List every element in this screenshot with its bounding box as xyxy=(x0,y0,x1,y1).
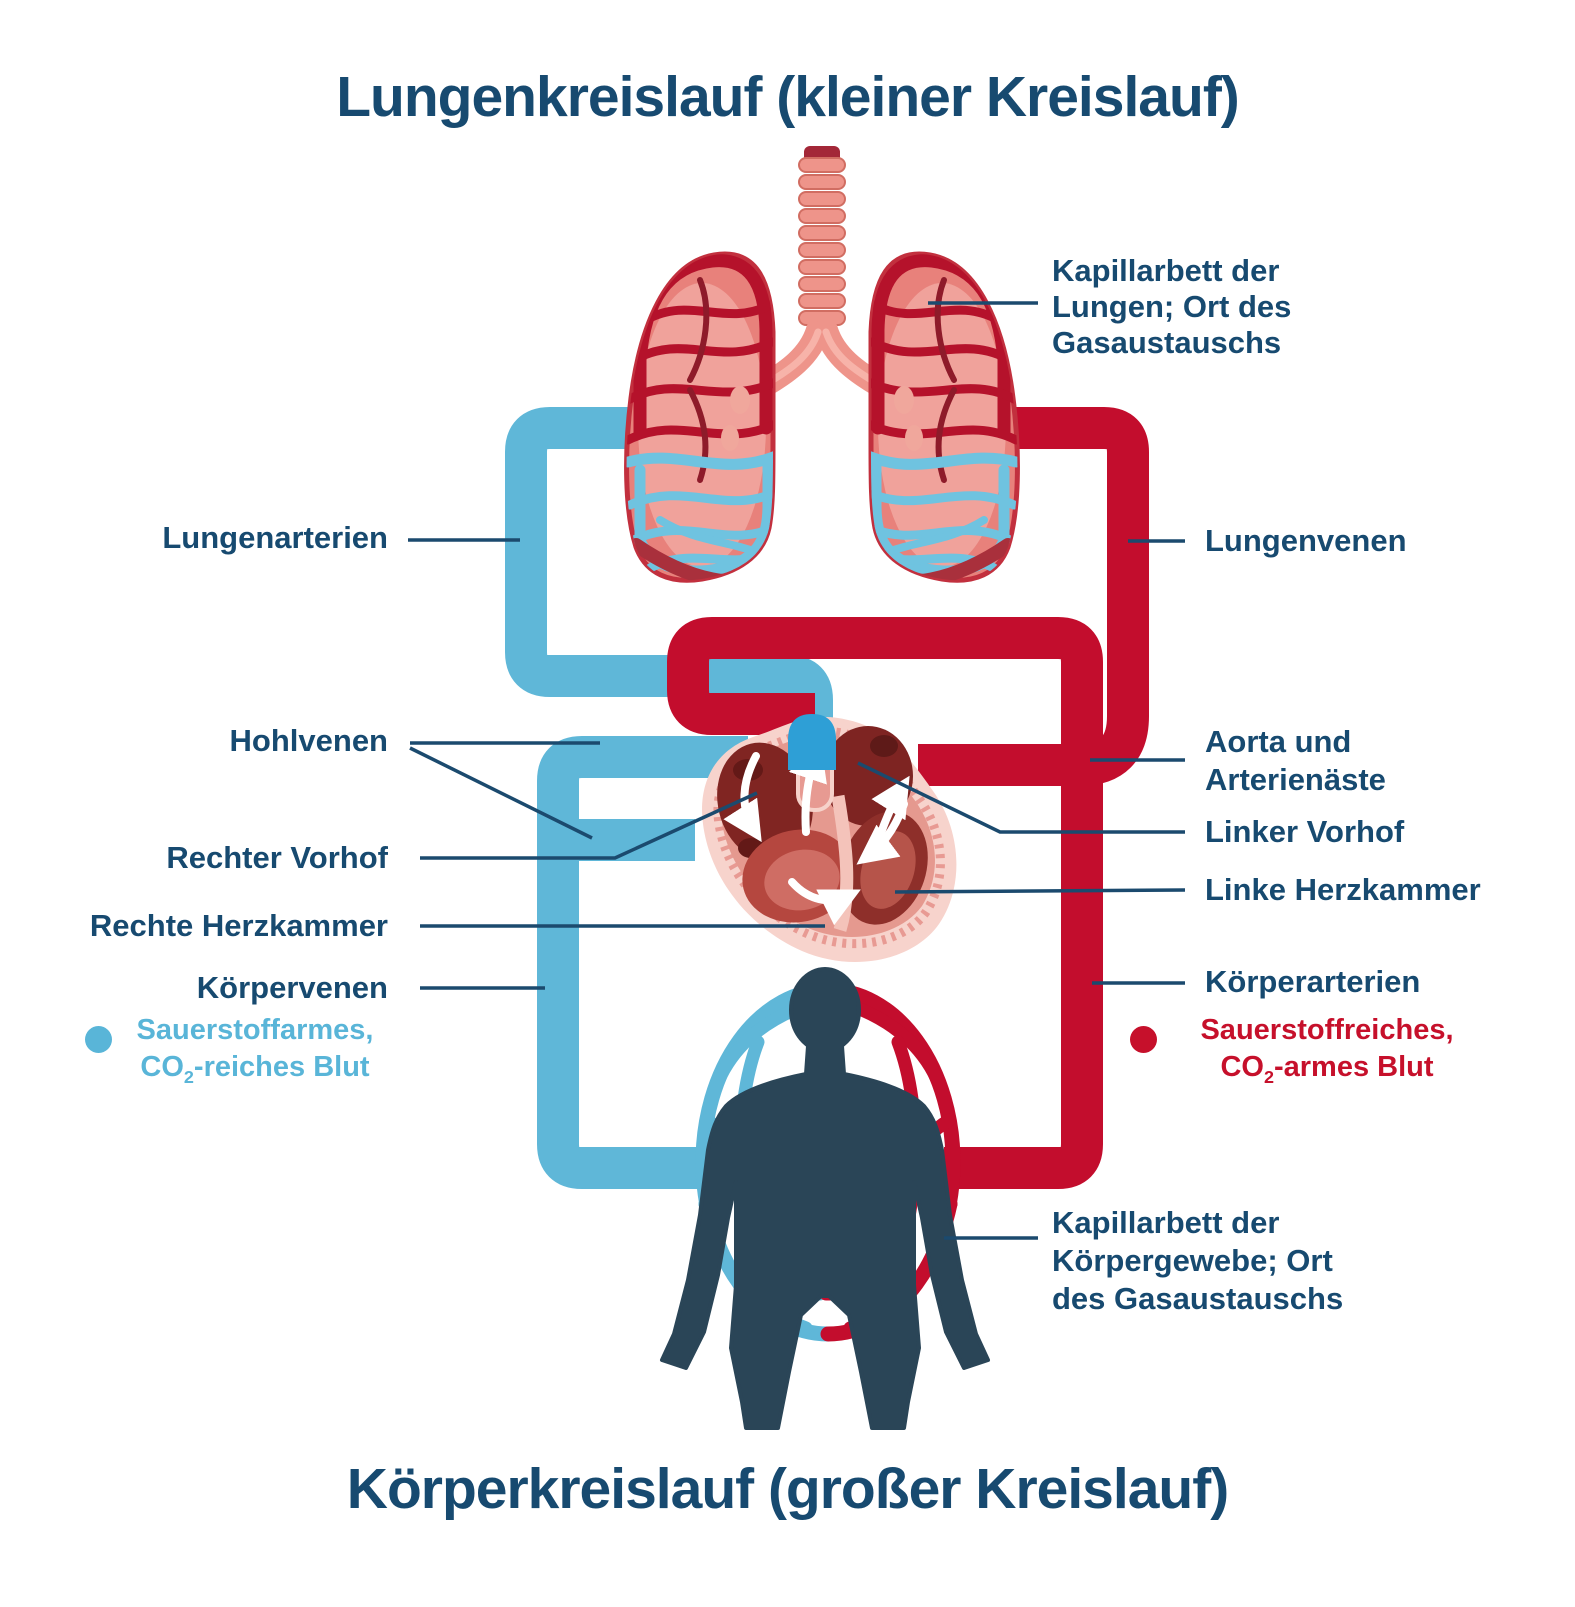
lung-left xyxy=(624,251,776,583)
label-line: Lungen; Ort des xyxy=(1052,289,1292,324)
label-koerperarterien: Körperarterien xyxy=(1205,964,1421,999)
label-line: Arterienäste xyxy=(1205,762,1386,797)
trachea xyxy=(748,146,896,400)
title-bottom: Körperkreislauf (großer Kreislauf) xyxy=(346,1457,1229,1521)
trachea-rings xyxy=(798,157,846,326)
label-line: Körpergewebe; Ort xyxy=(1052,1243,1333,1278)
label-lungenvenen: Lungenvenen xyxy=(1205,523,1407,558)
leader-linke-herzkammer xyxy=(894,888,1186,894)
legend-venous-line1: Sauerstoffarmes, xyxy=(136,1014,374,1046)
label-rechte-herzkammer: Rechte Herzkammer xyxy=(89,908,388,943)
label-linker-vorhof: Linker Vorhof xyxy=(1205,814,1405,849)
heart xyxy=(702,716,957,963)
legend-dot-arterial xyxy=(1130,1026,1157,1053)
legend-arterial-line1: Sauerstoffreiches, xyxy=(1200,1014,1454,1046)
legend-venous: Sauerstoffarmes, CO2-reiches Blut xyxy=(100,1012,410,1096)
left-atrium-shade xyxy=(870,735,898,757)
legend-venous-rest: -reiches Blut xyxy=(193,1051,370,1083)
label-rechter-vorhof: Rechter Vorhof xyxy=(166,840,388,875)
title-top: Lungenkreislauf (kleiner Kreislauf) xyxy=(336,65,1240,129)
label-line: Kapillarbett der xyxy=(1052,1205,1280,1240)
legend-arterial-sub: 2 xyxy=(1263,1066,1274,1087)
leader-rechter-vorhof xyxy=(420,791,758,860)
body-head xyxy=(789,967,861,1053)
leader-linker-vorhof xyxy=(857,761,1185,834)
label-lungenarterien: Lungenarterien xyxy=(162,520,388,555)
legend-venous-sub: 2 xyxy=(183,1066,194,1087)
blue-pipe-lungenarterien xyxy=(505,407,833,748)
label-kapillarbett-koerper: Kapillarbett der Körpergewebe; Ort des G… xyxy=(1052,1204,1343,1318)
legend-venous-co: CO xyxy=(140,1051,184,1083)
label-aorta: Aorta und Arterienäste xyxy=(1205,723,1386,799)
blue-pipe-hohlvenen-koerpervenen xyxy=(537,736,748,1189)
body-torso xyxy=(660,1044,990,1430)
legend-dot-venous xyxy=(85,1026,112,1053)
pulmonary-trunk-cap xyxy=(788,714,836,770)
label-line: Kapillarbett der xyxy=(1052,253,1280,288)
myocardium-rim xyxy=(713,726,945,949)
label-line: Gasaustauschs xyxy=(1052,325,1282,360)
label-kapillarbett-lungen: Kapillarbett der Lungen; Ort des Gasaust… xyxy=(1052,253,1291,361)
red-pipe-aorta-koerperarterien xyxy=(667,617,1103,1189)
label-koerpervenen: Körpervenen xyxy=(196,970,388,1005)
label-line: des Gasaustauschs xyxy=(1052,1281,1344,1316)
label-hohlvenen: Hohlvenen xyxy=(229,723,388,758)
leader-hohlvenen-2 xyxy=(409,746,593,840)
leader-lines xyxy=(408,301,1186,1240)
legend-arterial-co: CO xyxy=(1220,1051,1264,1083)
label-linke-herzkammer: Linke Herzkammer xyxy=(1205,872,1481,907)
legend-arterial-rest: -armes Blut xyxy=(1273,1051,1434,1083)
legend-arterial: Sauerstoffreiches, CO2-armes Blut xyxy=(1172,1012,1482,1096)
body-silhouette xyxy=(660,967,990,1430)
label-line: Aorta und xyxy=(1205,724,1352,759)
